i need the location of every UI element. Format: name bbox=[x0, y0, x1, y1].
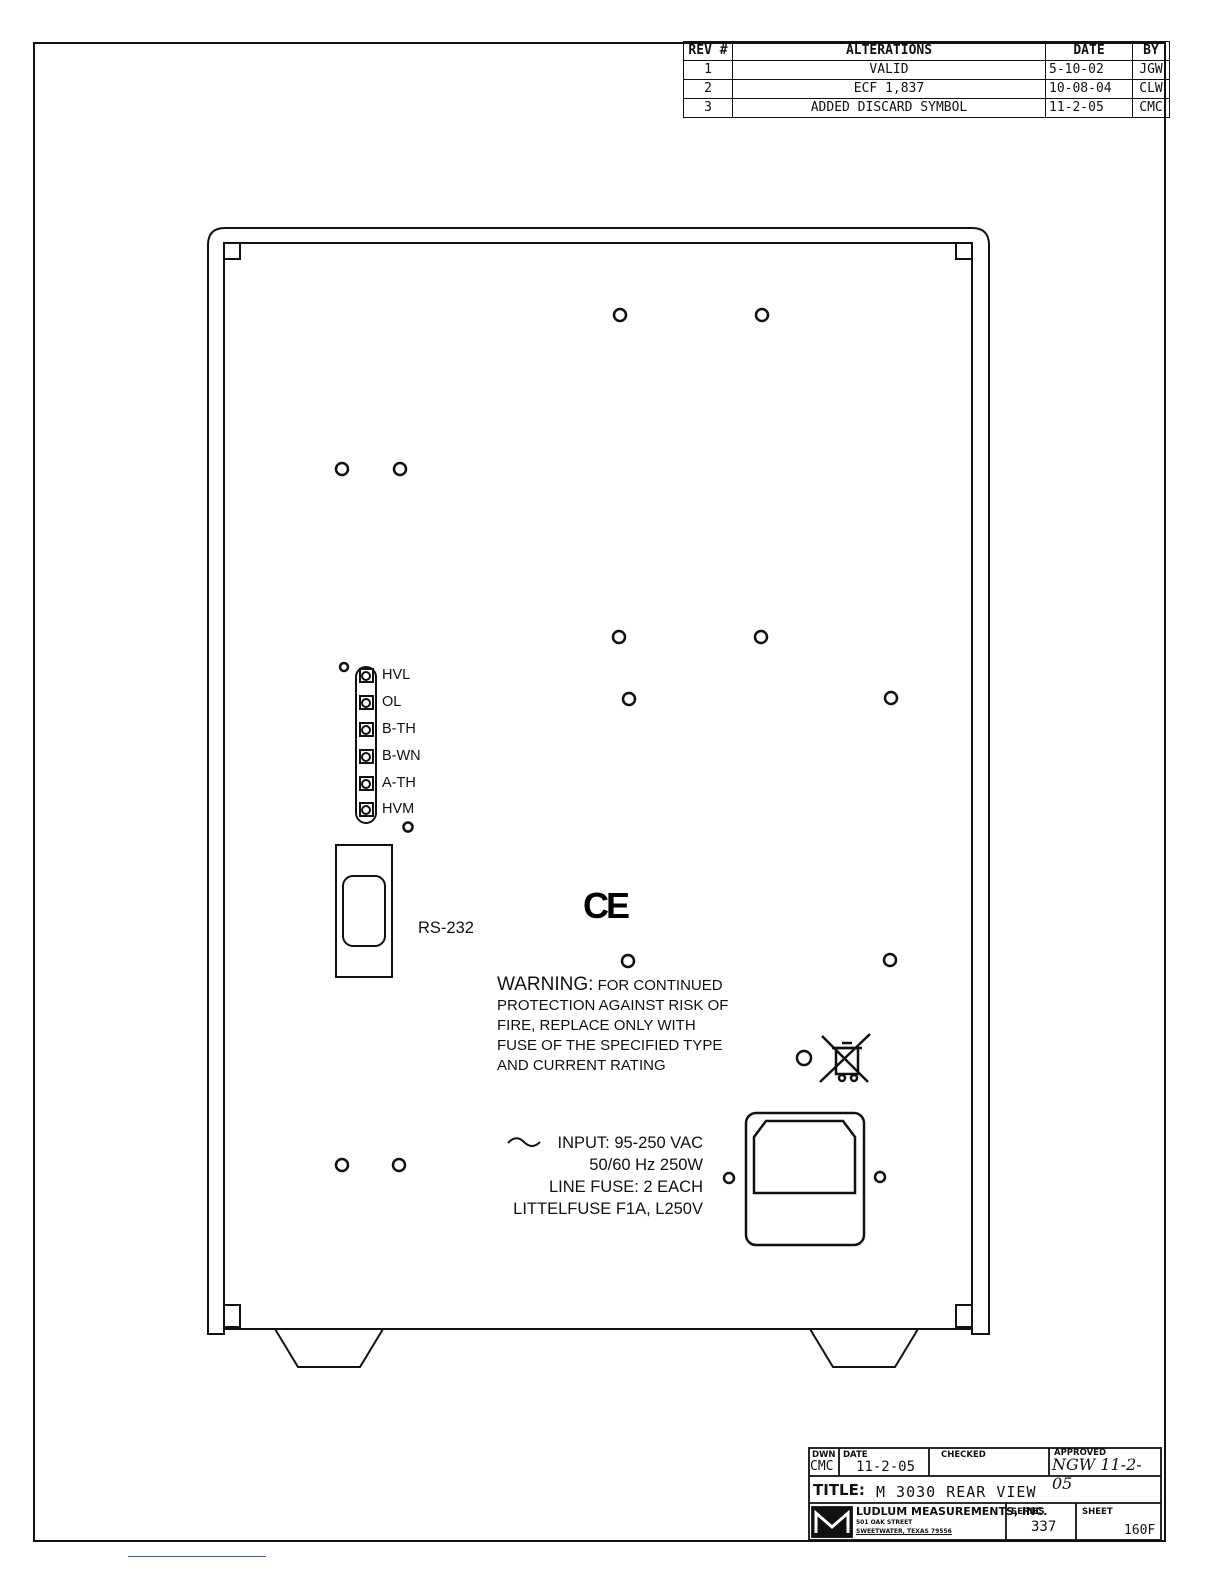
warning-line: PROTECTION AGAINST RISK OF bbox=[497, 997, 729, 1014]
discard-symbol bbox=[819, 1033, 871, 1083]
rev-date: 10-08-04 bbox=[1045, 79, 1133, 99]
foot-left bbox=[274, 1328, 384, 1368]
mounting-hole bbox=[611, 629, 627, 645]
input-line: INPUT: 95-250 VAC bbox=[557, 1134, 703, 1152]
drawn-value: CMC bbox=[810, 1459, 834, 1474]
rev-number: 3 bbox=[683, 98, 733, 118]
corner-tab bbox=[955, 1304, 973, 1328]
corner-tab bbox=[223, 1304, 241, 1328]
rev-alteration: ECF 1,837 bbox=[732, 79, 1046, 99]
revision-row: 3 ADDED DISCARD SYMBOL 11-2-05 CMC bbox=[683, 98, 1170, 118]
input-line: LINE FUSE: 2 EACH bbox=[548, 1178, 703, 1196]
drawn-label: DWN bbox=[812, 1450, 836, 1460]
title-label: TITLE: bbox=[813, 1481, 865, 1499]
ac-symbol bbox=[507, 1137, 541, 1147]
approved-signature: NGW 11-2-05 bbox=[1052, 1455, 1142, 1493]
rev-alteration: ADDED DISCARD SYMBOL bbox=[732, 98, 1046, 118]
input-line: LITTELFUSE F1A, L250V bbox=[513, 1200, 703, 1218]
company-street: 501 OAK STREET bbox=[856, 1519, 913, 1526]
company-name: LUDLUM MEASUREMENTS, INC. bbox=[856, 1505, 1048, 1518]
title-block: DWN CMC DATE 11-2-05 CHECKED APPROVED NG… bbox=[808, 1447, 1162, 1541]
title-block-grid bbox=[808, 1447, 1162, 1541]
mounting-hole bbox=[754, 307, 770, 323]
terminal-label-hvm: HVM bbox=[382, 801, 415, 817]
mounting-hole bbox=[392, 461, 408, 477]
company-city: SWEETWATER, TEXAS 79556 bbox=[856, 1528, 952, 1535]
warning-line: FUSE OF THE SPECIFIED TYPE bbox=[497, 1037, 723, 1054]
revision-row: 2 ECF 1,837 10-08-04 CLW bbox=[683, 79, 1170, 99]
rs232-port bbox=[342, 875, 386, 947]
warning-line: FOR CONTINUED bbox=[597, 977, 723, 994]
terminal-label-b-th: B-TH bbox=[382, 721, 416, 737]
terminal-label-b-wn: B-WN bbox=[382, 748, 421, 764]
series-value: 337 bbox=[1031, 1519, 1057, 1535]
drawing-border bbox=[33, 42, 1166, 1542]
corner-tab bbox=[223, 242, 241, 260]
warning-text: WARNING: FOR CONTINUED PROTECTION AGAINS… bbox=[497, 975, 757, 1076]
rev-by: CMC bbox=[1132, 98, 1170, 118]
mounting-hole bbox=[391, 1157, 407, 1173]
warning-heading: WARNING: bbox=[497, 974, 594, 995]
sheet-value: 160F bbox=[1124, 1523, 1156, 1538]
warning-line: FIRE, REPLACE ONLY WITH bbox=[497, 1017, 696, 1034]
rev-by: CLW bbox=[1132, 79, 1170, 99]
revision-table: REV # ALTERATIONS DATE BY 1 VALID 5-10-0… bbox=[683, 41, 1170, 118]
date-label: DATE bbox=[843, 1450, 868, 1460]
mounting-hole bbox=[795, 1049, 813, 1067]
scan-underline bbox=[128, 1556, 266, 1557]
mounting-hole bbox=[402, 821, 414, 833]
mounting-hole bbox=[883, 690, 899, 706]
revision-table-header: REV # ALTERATIONS DATE BY bbox=[683, 41, 1170, 61]
mounting-hole bbox=[334, 461, 350, 477]
power-inlet bbox=[744, 1111, 866, 1247]
terminal-screws bbox=[359, 668, 374, 817]
power-socket bbox=[752, 1119, 857, 1195]
checked-label: CHECKED bbox=[941, 1450, 986, 1460]
corner-tab bbox=[955, 242, 973, 260]
ce-mark: CE bbox=[583, 885, 629, 926]
mounting-hole bbox=[753, 629, 769, 645]
rs232-label: RS-232 bbox=[418, 919, 474, 937]
mounting-hole bbox=[620, 953, 636, 969]
rear-panel bbox=[223, 242, 973, 1330]
terminal-label-a-th: A-TH bbox=[382, 775, 416, 791]
inlet-screw bbox=[722, 1171, 736, 1185]
sheet-label: SHEET bbox=[1082, 1507, 1113, 1517]
mounting-hole bbox=[621, 691, 637, 707]
terminal-label-hvl: HVL bbox=[382, 667, 411, 683]
warning-line: AND CURRENT RATING bbox=[497, 1057, 666, 1074]
inlet-screw bbox=[873, 1170, 887, 1184]
date-value: 11-2-05 bbox=[856, 1459, 916, 1475]
alterations-header: ALTERATIONS bbox=[732, 41, 1046, 61]
title-value: M 3030 REAR VIEW bbox=[876, 1483, 1037, 1501]
terminal-label-ol: OL bbox=[382, 694, 402, 710]
approved-label: APPROVED bbox=[1054, 1448, 1107, 1458]
mounting-hole bbox=[882, 952, 898, 968]
housing-outline bbox=[207, 227, 990, 1335]
foot-right bbox=[809, 1328, 919, 1368]
series-label: SERIES bbox=[1011, 1507, 1045, 1517]
terminal-strip bbox=[355, 666, 377, 824]
mounting-hole bbox=[612, 307, 628, 323]
input-ratings: INPUT: 95-250 VAC 50/60 Hz 250W LINE FUS… bbox=[470, 1132, 703, 1220]
mounting-hole bbox=[334, 1157, 350, 1173]
input-line: 50/60 Hz 250W bbox=[589, 1156, 703, 1174]
rev-date: 11-2-05 bbox=[1045, 98, 1133, 118]
rs232-connector bbox=[335, 844, 393, 978]
mounting-hole bbox=[338, 661, 350, 673]
